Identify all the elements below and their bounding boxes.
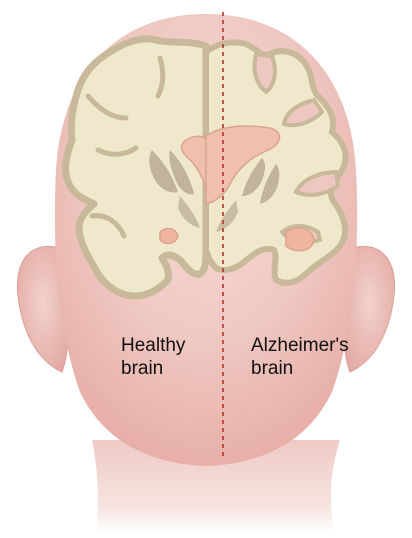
- alzheimers-hippocampus: [286, 228, 314, 251]
- healthy-brain-section: [66, 39, 206, 296]
- healthy-brain-label-line2: brain: [121, 357, 185, 380]
- alzheimers-brain-label-line1: Alzheimer's: [251, 334, 349, 357]
- healthy-brain-label-line1: Healthy: [121, 334, 185, 357]
- alzheimers-brain-label: Alzheimer's brain: [251, 334, 349, 380]
- alzheimers-brain-label-line2: brain: [251, 357, 349, 380]
- healthy-brain-label: Healthy brain: [121, 334, 185, 380]
- healthy-hippocampus: [160, 229, 178, 244]
